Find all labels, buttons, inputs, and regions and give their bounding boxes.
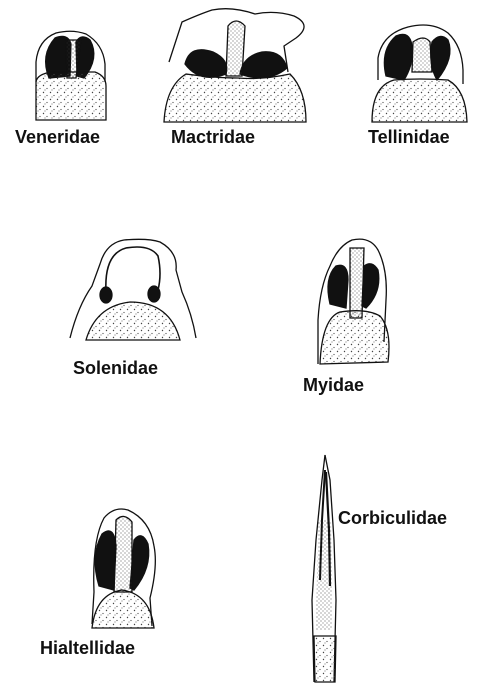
hialtellidae-specimen: [92, 509, 155, 628]
myidae-specimen: [318, 239, 389, 364]
label-hialtellidae: Hialtellidae: [40, 639, 135, 657]
veneridae-specimen: [36, 31, 106, 120]
label-mactridae: Mactridae: [171, 128, 255, 146]
label-veneridae: Veneridae: [15, 128, 100, 146]
label-tellinidae: Tellinidae: [368, 128, 450, 146]
solenidae-specimen: [70, 239, 196, 340]
tellinidae-specimen: [372, 25, 467, 122]
label-corbiculidae: Corbiculidae: [338, 509, 447, 527]
label-myidae: Myidae: [303, 376, 364, 394]
corbiculidae-specimen: [312, 455, 336, 682]
mactridae-specimen: [164, 9, 306, 122]
label-solenidae: Solenidae: [73, 359, 158, 377]
